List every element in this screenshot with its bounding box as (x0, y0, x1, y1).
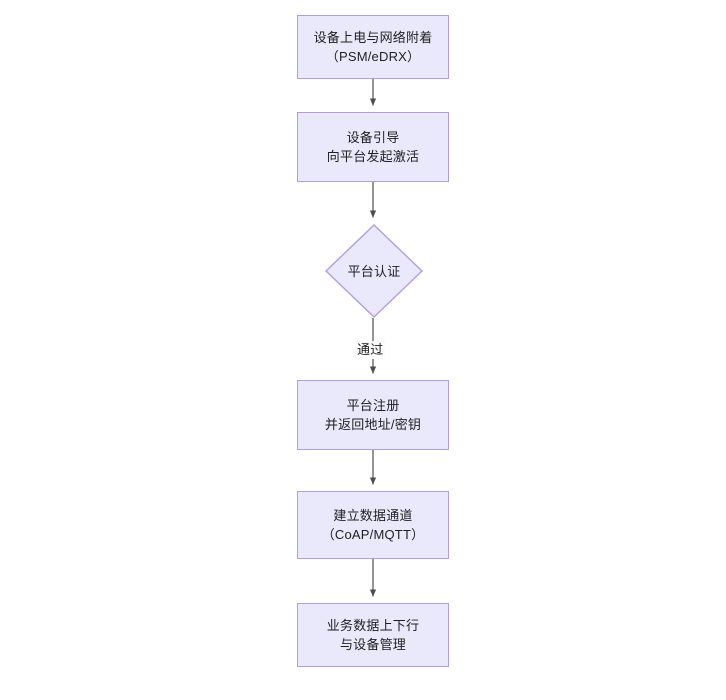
node-platform-registration[interactable]: 平台注册 并返回地址/密钥 (297, 380, 449, 450)
node-platform-authentication[interactable]: 平台认证 (325, 224, 423, 318)
node-text-line: 并返回地址/密钥 (324, 417, 422, 432)
node-device-bootstrap[interactable]: 设备引导 向平台发起激活 (297, 112, 449, 182)
node-text-line: 建立数据通道 (333, 508, 413, 523)
node-establish-data-channel[interactable]: 建立数据通道 （CoAP/MQTT） (297, 491, 449, 559)
node-text-line: 向平台发起激活 (326, 149, 420, 164)
node-business-data-and-device-management[interactable]: 业务数据上下行 与设备管理 (297, 603, 449, 667)
node-device-power-on[interactable]: 设备上电与网络附着 （PSM/eDRX） (297, 15, 449, 79)
node-text-line: 与设备管理 (339, 637, 406, 652)
node-text-line: （CoAP/MQTT） (321, 527, 425, 542)
edge-label-pass: 通过 (355, 341, 386, 359)
node-text-line: 平台注册 (346, 398, 400, 413)
node-text-line: 平台认证 (347, 263, 401, 279)
diamond-shape (325, 224, 423, 318)
node-text-line: 业务数据上下行 (326, 618, 420, 633)
node-text-line: （PSM/eDRX） (325, 49, 421, 64)
node-text-line: 设备引导 (346, 130, 400, 145)
node-text-line: 设备上电与网络附着 (313, 30, 433, 45)
